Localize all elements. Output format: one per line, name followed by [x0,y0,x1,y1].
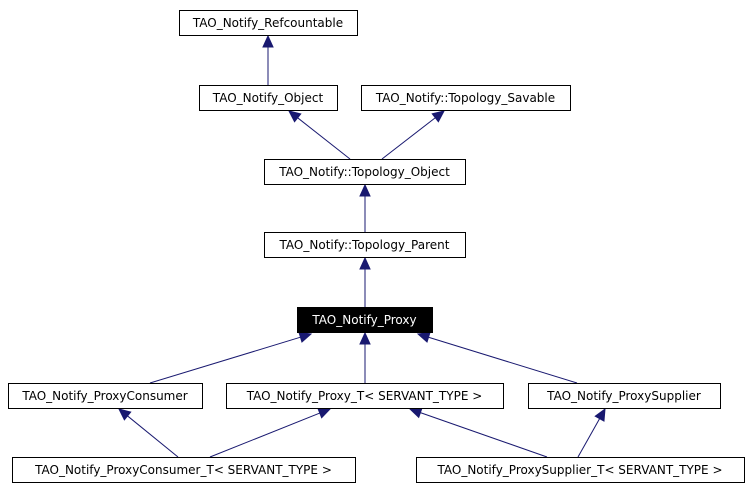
class-node-label: TAO_Notify::Topology_Savable [375,91,555,105]
arrowhead-icon [359,183,371,197]
class-node-label: TAO_Notify_Proxy_T< SERVANT_TYPE > [246,389,483,403]
class-node-proxy-t[interactable]: TAO_Notify_Proxy_T< SERVANT_TYPE > [226,383,504,409]
edge-line [420,412,548,458]
class-node-proxy-consumer-t[interactable]: TAO_Notify_ProxyConsumer_T< SERVANT_TYPE… [12,457,356,483]
class-node-box [416,457,745,483]
inheritance-edge-proxy_supplier_t-to-proxy_supplier [577,407,606,458]
class-node-topology-object[interactable]: TAO_Notify::Topology_Object [264,159,466,185]
inheritance-edge-proxy_consumer_t-to-proxy_consumer [118,408,179,458]
class-node-box [264,159,466,185]
class-node-label: TAO_Notify_Refcountable [192,16,343,30]
class-node-label: TAO_Notify_ProxyConsumer [21,389,187,403]
class-node-label: TAO_Notify::Topology_Parent [279,238,450,252]
class-node-label: TAO_Notify::Topology_Object [278,165,450,179]
class-node-box [264,232,466,258]
class-node-topology-savable[interactable]: TAO_Notify::Topology_Savable [361,85,571,111]
inheritance-edge-proxy_consumer-to-proxy [149,331,313,384]
edge-line [428,336,578,384]
arrowhead-icon [288,110,302,123]
class-node-label: TAO_Notify_Object [212,91,324,105]
class-node-label: TAO_Notify_ProxyConsumer_T< SERVANT_TYPE… [34,463,332,477]
inheritance-edge-proxy_consumer_t-to-proxy_t [209,407,332,458]
arrowhead-icon [408,407,423,419]
class-node-object[interactable]: TAO_Notify_Object [199,85,338,111]
edge-line [577,418,601,458]
class-node-box [361,85,571,111]
class-node-proxy: TAO_Notify_Proxy [297,307,433,333]
inheritance-edge-proxy-to-topology_parent [359,256,371,307]
edge-line [149,336,301,384]
arrowhead-icon [118,408,132,421]
arrowhead-icon [431,110,445,123]
inheritance-edges [118,34,606,458]
class-node-label: TAO_Notify_ProxySupplier [546,389,701,403]
arrowhead-icon [416,331,431,343]
inheritance-edge-object-to-refcountable [262,34,274,85]
inheritance-edge-topology_object-to-object [288,110,351,160]
class-node-box [297,307,433,333]
arrowhead-icon [594,407,606,422]
inheritance-edge-topology_parent-to-topology_object [359,183,371,232]
arrowhead-icon [298,331,313,343]
inheritance-edge-proxy_t-to-proxy [359,331,371,383]
edge-line [297,117,351,160]
class-node-proxy-consumer[interactable]: TAO_Notify_ProxyConsumer [8,383,203,409]
edge-line [209,412,320,458]
edge-line [127,415,179,458]
inheritance-edge-proxy_supplier-to-proxy [416,331,578,384]
class-node-proxy-supplier-t[interactable]: TAO_Notify_ProxySupplier_T< SERVANT_TYPE… [416,457,745,483]
arrowhead-icon [262,34,274,48]
class-node-label: TAO_Notify_ProxySupplier_T< SERVANT_TYPE… [436,463,722,477]
edge-line [381,117,436,160]
class-node-box [199,85,338,111]
class-node-refcountable[interactable]: TAO_Notify_Refcountable [179,10,358,36]
class-node-box [8,383,203,409]
class-node-label: TAO_Notify_Proxy [311,313,416,327]
class-node-proxy-supplier[interactable]: TAO_Notify_ProxySupplier [528,383,721,409]
inheritance-edge-topology_object-to-topology_savable [381,110,445,160]
class-node-box [179,10,358,36]
class-node-topology-parent[interactable]: TAO_Notify::Topology_Parent [264,232,466,258]
inheritance-edge-proxy_supplier_t-to-proxy_t [408,407,548,458]
class-node-box [528,383,721,409]
class-nodes: TAO_Notify_RefcountableTAO_Notify_Object… [8,10,745,483]
arrowhead-icon [317,407,332,419]
class-node-box [226,383,504,409]
class-node-box [12,457,356,483]
arrowhead-icon [359,256,371,270]
arrowhead-icon [359,331,371,345]
